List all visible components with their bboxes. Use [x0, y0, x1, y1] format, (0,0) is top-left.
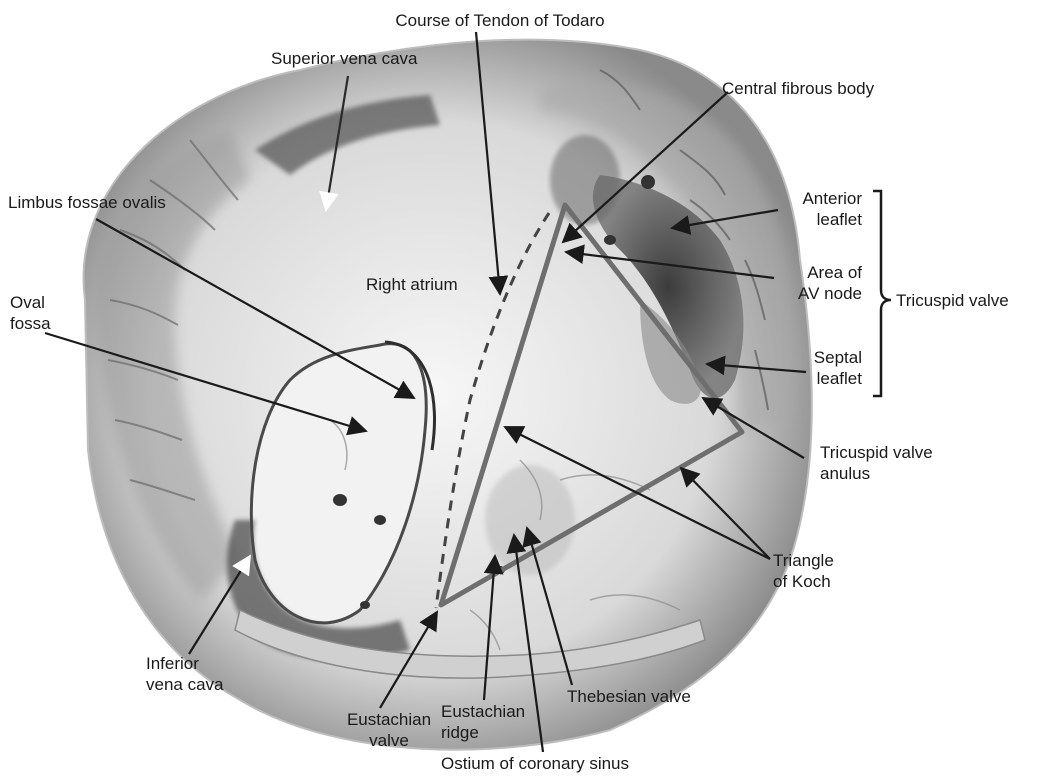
- triangle-koch-line-1: Triangle: [773, 550, 834, 571]
- label-eustachian-valve: Eustachian valve: [336, 709, 442, 751]
- label-central-fibrous-body: Central fibrous body: [722, 78, 874, 99]
- inferior-vena-cava-line-2: vena cava: [146, 674, 224, 695]
- label-thebesian-valve: Thebesian valve: [567, 686, 691, 707]
- label-triangle-of-koch: Triangle of Koch: [773, 550, 834, 592]
- eustachian-ridge-line-2: ridge: [441, 722, 525, 743]
- oval-fossa-line-2: fossa: [10, 313, 51, 334]
- anterior-leaflet-line-1: Anterior: [770, 188, 862, 209]
- tricuspid-anulus-line-1: Tricuspid valve: [820, 442, 933, 463]
- label-right-atrium: Right atrium: [366, 274, 458, 295]
- coronary-sinus-shade: [485, 465, 575, 575]
- eustachian-valve-line-2: valve: [336, 730, 442, 751]
- septal-leaflet-line-1: Septal: [780, 347, 862, 368]
- label-area-av-node: Area of AV node: [770, 262, 862, 304]
- label-eustachian-ridge: Eustachian ridge: [441, 701, 525, 743]
- label-oval-fossa: Oval fossa: [10, 292, 51, 334]
- label-superior-vena-cava: Superior vena cava: [271, 48, 417, 69]
- label-tricuspid-valve-anulus: Tricuspid valve anulus: [820, 442, 933, 484]
- label-limbus-fossae-ovalis: Limbus fossae ovalis: [8, 192, 166, 213]
- tricuspid-anulus-line-2: anulus: [820, 463, 933, 484]
- eustachian-valve-line-1: Eustachian: [336, 709, 442, 730]
- label-inferior-vena-cava: Inferior vena cava: [146, 653, 224, 695]
- oval-fossa-line-1: Oval: [10, 292, 51, 313]
- label-course-tendon-todaro: Course of Tendon of Todaro: [380, 10, 620, 31]
- label-septal-leaflet: Septal leaflet: [780, 347, 862, 389]
- area-av-node-line-2: AV node: [770, 283, 862, 304]
- label-anterior-leaflet: Anterior leaflet: [770, 188, 862, 230]
- tricuspid-bracket: [873, 191, 891, 396]
- eustachian-ridge-line-1: Eustachian: [441, 701, 525, 722]
- area-av-node-line-1: Area of: [770, 262, 862, 283]
- heart-drawing: [84, 40, 812, 750]
- inferior-vena-cava-line-1: Inferior: [146, 653, 224, 674]
- label-ostium-coronary-sinus: Ostium of coronary sinus: [441, 753, 629, 774]
- triangle-koch-line-2: of Koch: [773, 571, 834, 592]
- anterior-leaflet-line-2: leaflet: [770, 209, 862, 230]
- label-tricuspid-valve: Tricuspid valve: [896, 290, 1009, 311]
- septal-leaflet-line-2: leaflet: [780, 368, 862, 389]
